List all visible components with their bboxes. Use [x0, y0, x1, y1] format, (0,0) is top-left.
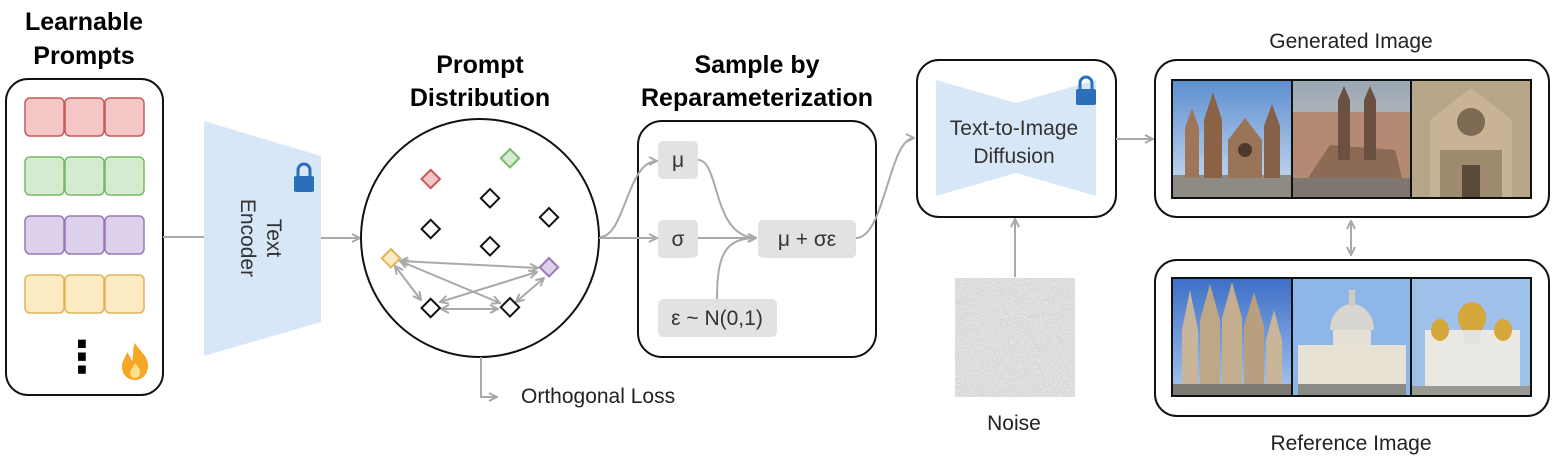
prompt-token	[24, 156, 65, 196]
fire-icon	[122, 343, 149, 380]
prompt-point	[479, 235, 501, 257]
arrow-sample-to-diffusion	[855, 138, 914, 239]
text-encoder-label-1: Text	[262, 219, 285, 258]
prompt-points	[380, 147, 560, 319]
mu-label: μ	[672, 149, 684, 172]
generated-image-1	[1172, 80, 1291, 198]
sample-title-1: Sample by	[694, 51, 819, 79]
arrow-orthogonal-loss	[480, 357, 497, 397]
prompt-point	[538, 206, 560, 228]
arrow-epsilon-to-combine	[716, 238, 756, 300]
prompt-distribution-circle	[360, 118, 600, 358]
reference-image-3	[1412, 278, 1531, 396]
prompt-token	[64, 274, 105, 314]
prompt-token	[24, 215, 65, 255]
arrow-to-mu	[599, 161, 657, 238]
diffusion-label-1: Text-to-Image	[950, 117, 1078, 140]
lock-icon	[1076, 75, 1096, 105]
prompt-point	[499, 296, 521, 318]
text-encoder-label: Text Encoder	[236, 199, 285, 277]
prompt-point-green	[499, 147, 521, 169]
noise-label: Noise	[987, 412, 1041, 435]
text-encoder-label-2: Encoder	[236, 199, 259, 277]
arrow-mu-to-combine	[697, 159, 756, 238]
epsilon-box	[658, 299, 777, 337]
reference-image-strip	[1171, 277, 1532, 397]
prompt-distribution-title-2: Distribution	[410, 84, 550, 112]
learnable-prompts-title-2: Prompts	[33, 42, 134, 70]
orthogonal-loss-label: Orthogonal Loss	[521, 385, 675, 408]
prompt-token	[104, 274, 145, 314]
prompt-token	[64, 156, 105, 196]
reference-image-2	[1293, 278, 1410, 396]
prompt-point-red	[420, 168, 442, 190]
text-encoder-shape	[204, 121, 321, 356]
mu-box	[658, 141, 698, 179]
generated-image-2	[1293, 80, 1410, 198]
prompt-token	[104, 97, 145, 137]
prompt-point-yellow	[380, 247, 402, 269]
reference-image-1	[1172, 278, 1291, 396]
combine-label: μ + σε	[778, 228, 836, 251]
distribution-relations	[395, 261, 544, 309]
prompt-token	[64, 97, 105, 137]
prompt-distribution-title-1: Prompt	[436, 51, 524, 79]
learnable-prompts-title-1: Learnable	[25, 8, 143, 36]
epsilon-label: ε ~ N(0,1)	[671, 307, 763, 330]
prompt-point	[420, 297, 442, 319]
prompt-point	[479, 187, 501, 209]
generated-image-label: Generated Image	[1269, 30, 1432, 53]
ellipsis-dots: ⋮	[60, 332, 104, 383]
diffusion-label-2: Diffusion	[973, 145, 1054, 168]
sigma-box	[658, 220, 698, 258]
diffusion-shape	[936, 80, 1096, 196]
sample-title-2: Reparameterization	[641, 84, 873, 112]
reference-image-label: Reference Image	[1270, 432, 1431, 455]
combine-box	[758, 220, 856, 258]
generated-image-strip	[1171, 79, 1532, 199]
prompt-point-purple	[538, 256, 560, 278]
prompt-token	[24, 97, 65, 137]
prompt-token	[64, 215, 105, 255]
prompt-token	[24, 274, 65, 314]
prompt-rows	[24, 97, 145, 314]
prompt-token	[104, 156, 145, 196]
prompt-token	[104, 215, 145, 255]
generated-image-3	[1412, 80, 1531, 198]
sigma-label: σ	[672, 228, 685, 251]
lock-icon	[294, 162, 314, 192]
prompt-point	[420, 218, 442, 240]
noise-image	[954, 277, 1076, 398]
